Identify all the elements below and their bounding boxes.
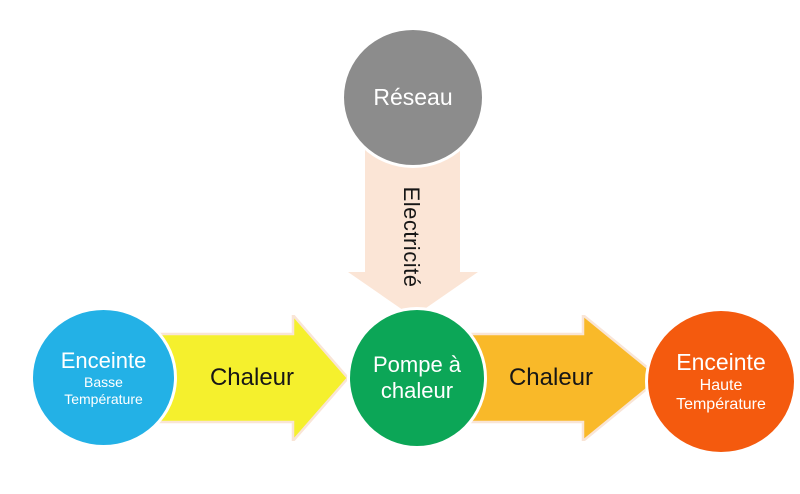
node-pompe-a-chaleur: Pompe à chaleur bbox=[347, 307, 487, 449]
node-enceinte-basse-subtitle-1: Basse bbox=[84, 373, 123, 390]
heat-arrow-right-shape bbox=[455, 315, 660, 441]
node-enceinte-basse-temperature: Enceinte Basse Température bbox=[30, 307, 177, 448]
node-enceinte-haute-subtitle-2: Température bbox=[676, 396, 766, 413]
heat-arrow-left-icon bbox=[150, 315, 348, 441]
node-reseau: Réseau bbox=[341, 27, 485, 168]
heat-arrow-right-label: Chaleur bbox=[508, 364, 594, 391]
node-enceinte-haute-subtitle-1: Haute bbox=[699, 377, 743, 394]
node-enceinte-haute-title: Enceinte bbox=[676, 349, 766, 375]
node-pompe-label-line-2: chaleur bbox=[380, 378, 454, 403]
node-enceinte-basse-subtitle-2: Température bbox=[64, 390, 143, 407]
heat-arrow-right-icon bbox=[455, 315, 660, 441]
node-enceinte-haute-temperature: Enceinte Haute Température bbox=[645, 308, 797, 455]
electricity-down-arrow-icon bbox=[348, 120, 478, 317]
node-reseau-label: Réseau bbox=[373, 84, 453, 110]
node-enceinte-basse-title: Enceinte bbox=[60, 347, 147, 373]
node-pompe-label-line-1: Pompe à bbox=[372, 352, 462, 377]
heat-arrow-left-shape bbox=[150, 315, 348, 441]
electricity-arrow-label: Electricité bbox=[399, 186, 424, 288]
heat-arrow-left-label: Chaleur bbox=[209, 364, 295, 391]
electricity-down-arrow-shape bbox=[348, 120, 478, 317]
